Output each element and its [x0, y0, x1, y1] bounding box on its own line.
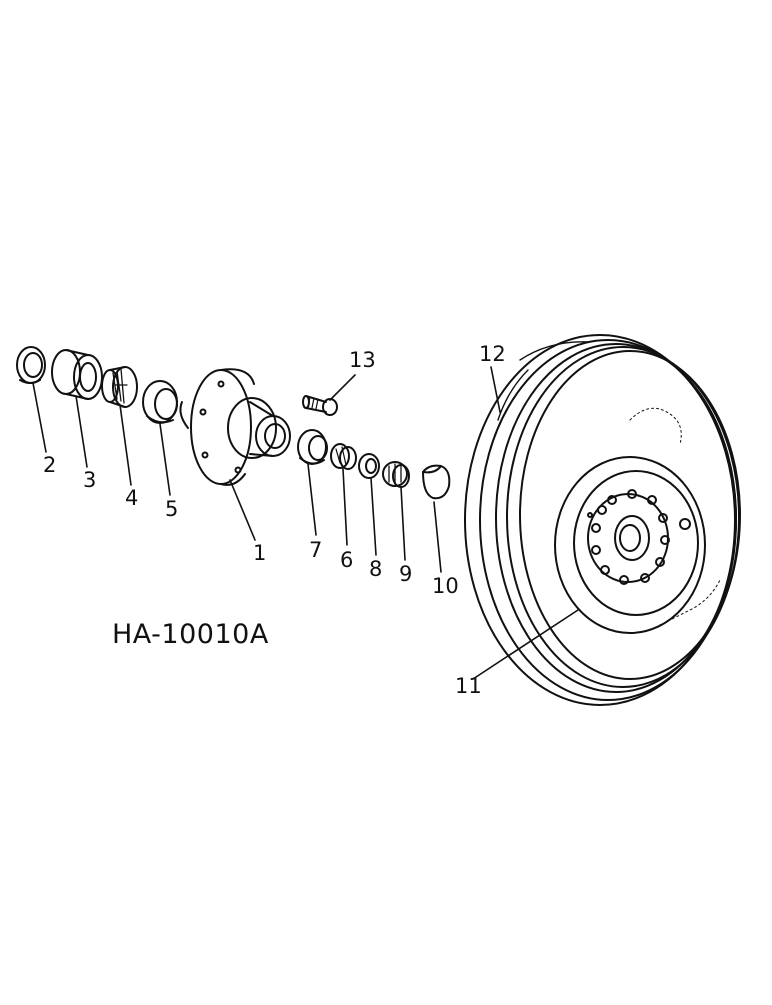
callout-5: 5 — [165, 497, 178, 521]
part-7-bearing-cup — [297, 429, 328, 465]
leader-lines — [32, 366, 579, 680]
part-1-hub — [179, 368, 291, 486]
part-12-tire — [464, 334, 741, 706]
callout-9: 9 — [399, 562, 412, 586]
part-10-hub-cap — [422, 464, 451, 500]
callout-13: 13 — [349, 348, 376, 372]
callout-8: 8 — [369, 557, 382, 581]
callout-2: 2 — [43, 453, 56, 477]
part-2-seal — [16, 346, 46, 384]
part-3-bearing-cup — [51, 349, 103, 400]
part-13-wheel-bolt — [302, 395, 338, 416]
part-8-washer — [358, 453, 380, 479]
part-9-nut — [382, 461, 410, 488]
callout-labels: 1 2 3 4 5 6 7 8 9 10 11 12 13 HA-10010A — [43, 342, 506, 698]
part-4-bearing-cone — [101, 366, 138, 408]
callout-4: 4 — [125, 486, 138, 510]
part-11-wheel-disc — [554, 456, 706, 634]
callout-1: 1 — [253, 541, 266, 565]
part-5-bearing-cup — [142, 380, 178, 424]
callout-6: 6 — [340, 548, 353, 572]
diagram-code: HA-10010A — [112, 619, 269, 650]
callout-10: 10 — [432, 574, 459, 598]
callout-12: 12 — [479, 342, 506, 366]
callout-7: 7 — [309, 538, 322, 562]
callout-3: 3 — [83, 468, 96, 492]
callout-11: 11 — [455, 674, 482, 698]
part-6-bearing-cone — [330, 443, 357, 470]
